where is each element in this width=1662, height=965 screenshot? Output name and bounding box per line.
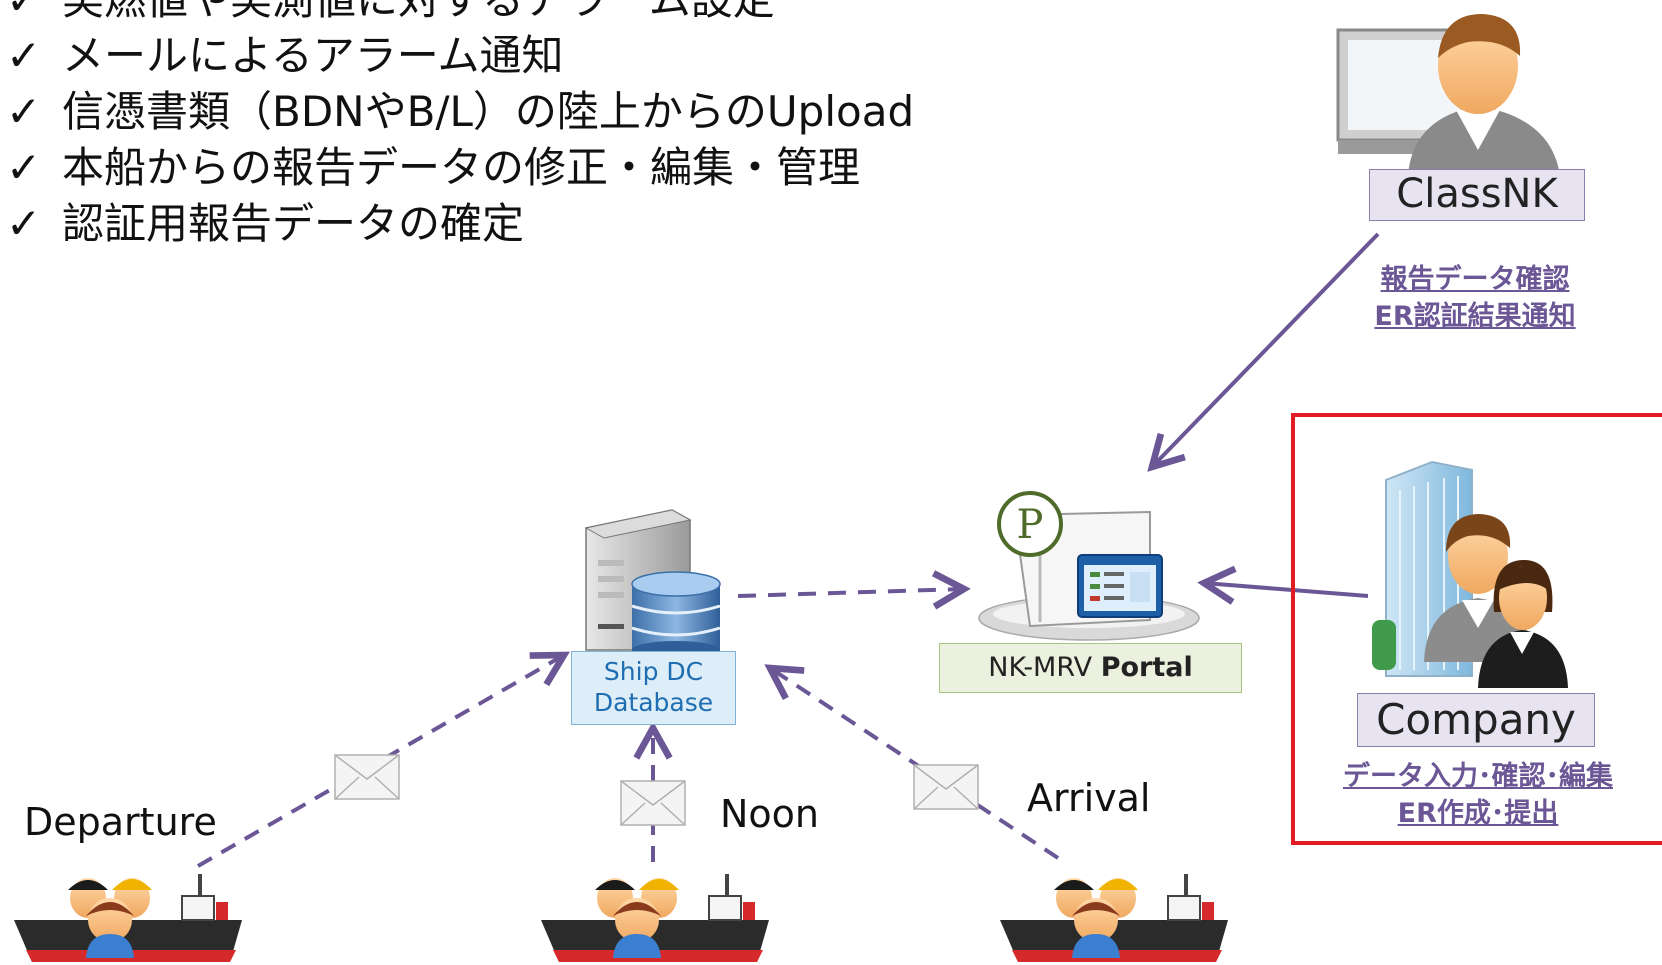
check-icon: ✓: [6, 199, 42, 248]
checklist-item: ✓ 信憑書類（BDNやB/L）の陸上からのUpload: [6, 84, 914, 140]
noon-ship-icon: [541, 874, 769, 962]
classnk-action-link[interactable]: 報告データ確認: [1380, 264, 1570, 295]
company-actions[interactable]: データ入力･確認･編集 ER作成･提出: [1318, 758, 1638, 832]
envelope-icon: [913, 764, 979, 810]
classnk-label: ClassNK: [1369, 169, 1585, 221]
check-icon: ✓: [6, 0, 62, 28]
arrow-dc-to-portal: [737, 589, 964, 596]
arrow-arrival-to-dc: [770, 668, 1060, 860]
arrow-departure-to-dc: [197, 655, 564, 868]
checklist-item: ✓ 認証用報告データの確定: [6, 196, 914, 252]
arrow-classnk-to-portal: [1152, 232, 1380, 467]
portal-label: NK-MRV Portal: [939, 643, 1242, 693]
check-icon: ✓: [6, 143, 42, 192]
checklist-item: ✓ 本船からの報告データの修正・編集・管理: [6, 140, 914, 196]
company-users-icon: [1424, 514, 1568, 688]
classnk-actions[interactable]: 報告データ確認 ER認証結果通知: [1330, 261, 1620, 335]
envelope-icon: [334, 754, 400, 800]
arrow-company-to-portal: [1204, 583, 1369, 596]
portal-badge-letter: P: [1017, 502, 1044, 548]
portal-label-bold: Portal: [1100, 652, 1193, 683]
server-database-icon: [584, 509, 721, 659]
portal-label-prefix: NK-MRV: [988, 652, 1101, 683]
arrival-label: Arrival: [1027, 776, 1151, 820]
noon-label: Noon: [720, 792, 820, 836]
checklist-text: メールによるアラーム通知: [62, 31, 564, 80]
company-action-link[interactable]: ER作成･提出: [1397, 798, 1559, 829]
departure-label: Departure: [24, 800, 217, 844]
feature-checklist: ✓実燃値や実測値に対するアラーム設定 ✓メールによるアラーム通知 ✓信憑書類（B…: [6, 0, 914, 252]
envelope-icon: [620, 780, 686, 826]
classnk-action-link[interactable]: ER認証結果通知: [1374, 301, 1576, 332]
checklist-text: 信憑書類（BDNやB/L）の陸上からのUpload: [62, 87, 915, 136]
ship-dc-line1: Ship DC: [603, 657, 704, 686]
checklist-text: 実燃値や実測値に対するアラーム設定: [62, 0, 775, 24]
checklist-item: ✓ メールによるアラーム通知: [6, 28, 914, 84]
ship-dc-line2: Database: [593, 688, 714, 717]
classnk-user-icon: [1336, 14, 1560, 176]
check-icon: ✓: [6, 87, 42, 136]
company-highlight-frame: [1291, 413, 1662, 845]
ship-dc-database-label: Ship DC Database: [571, 651, 736, 725]
checklist-item: ✓実燃値や実測値に対するアラーム設定: [6, 0, 914, 28]
departure-ship-icon: [14, 874, 242, 962]
checklist-text: 認証用報告データの確定: [62, 199, 525, 248]
company-label: Company: [1357, 693, 1595, 747]
arrival-ship-icon: [1000, 874, 1228, 962]
check-icon: ✓: [6, 31, 42, 80]
company-action-link[interactable]: データ入力･確認･編集: [1343, 761, 1613, 792]
checklist-text: 本船からの報告データの修正・編集・管理: [62, 143, 861, 192]
portal-binder-icon: [978, 491, 1200, 641]
